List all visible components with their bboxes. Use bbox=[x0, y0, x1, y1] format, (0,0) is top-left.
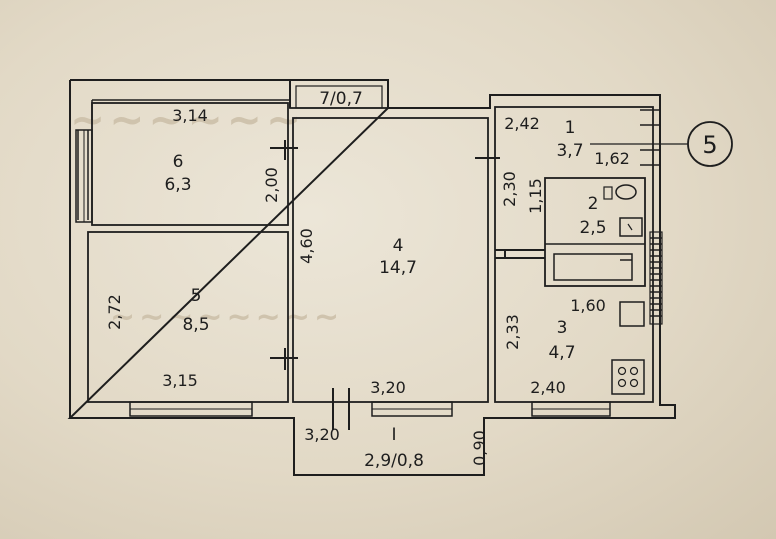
room-5-area: 8,5 bbox=[182, 315, 209, 335]
room-1-area: 3,7 bbox=[556, 141, 583, 161]
room-5-number: 5 bbox=[191, 286, 202, 306]
dim-kitchen-top: 1,60 bbox=[570, 296, 606, 315]
bottom-balcony-area: 2,9/0,8 bbox=[364, 451, 424, 471]
bottom-balcony-number: I bbox=[391, 425, 396, 445]
room-2-area: 2,5 bbox=[579, 218, 606, 238]
dim-room5-depth: 2,72 bbox=[105, 294, 124, 330]
dim-room6-width: 3,14 bbox=[172, 106, 208, 125]
room-3-area: 4,7 bbox=[548, 343, 575, 363]
faded-stamp-text: ~~~~~~~~ bbox=[110, 300, 344, 335]
dim-room4-width: 3,20 bbox=[370, 378, 406, 397]
plan-lines bbox=[67, 79, 733, 476]
room-4-number: 4 bbox=[393, 236, 404, 256]
dim-balcony-width: 3,20 bbox=[304, 425, 340, 444]
dim-bath-depth: 1,15 bbox=[526, 178, 545, 214]
room-6-area: 6,3 bbox=[164, 175, 191, 195]
room-3-number: 3 bbox=[557, 318, 568, 338]
room-4-area: 14,7 bbox=[379, 258, 417, 278]
dim-room5-width: 3,15 bbox=[162, 371, 198, 390]
dim-balcony-depth: 0,90 bbox=[470, 430, 489, 466]
room-2-number: 2 bbox=[588, 194, 599, 214]
entrance-marker-number: 5 bbox=[702, 131, 717, 159]
dim-hall-right: 1,62 bbox=[594, 149, 630, 168]
top-balcony-label: 7/0,7 bbox=[319, 89, 363, 109]
dim-hall-depth: 2,30 bbox=[500, 171, 519, 207]
dim-room6-depth: 2,00 bbox=[262, 167, 281, 203]
dim-room4-depth: 4,60 bbox=[297, 228, 316, 264]
dim-kitchen-depth: 2,33 bbox=[503, 314, 522, 350]
room-6-number: 6 bbox=[173, 152, 184, 172]
dim-kitchen-width: 2,40 bbox=[530, 378, 566, 397]
room-1-number: 1 bbox=[565, 118, 576, 138]
dim-hall-width: 2,42 bbox=[504, 114, 540, 133]
